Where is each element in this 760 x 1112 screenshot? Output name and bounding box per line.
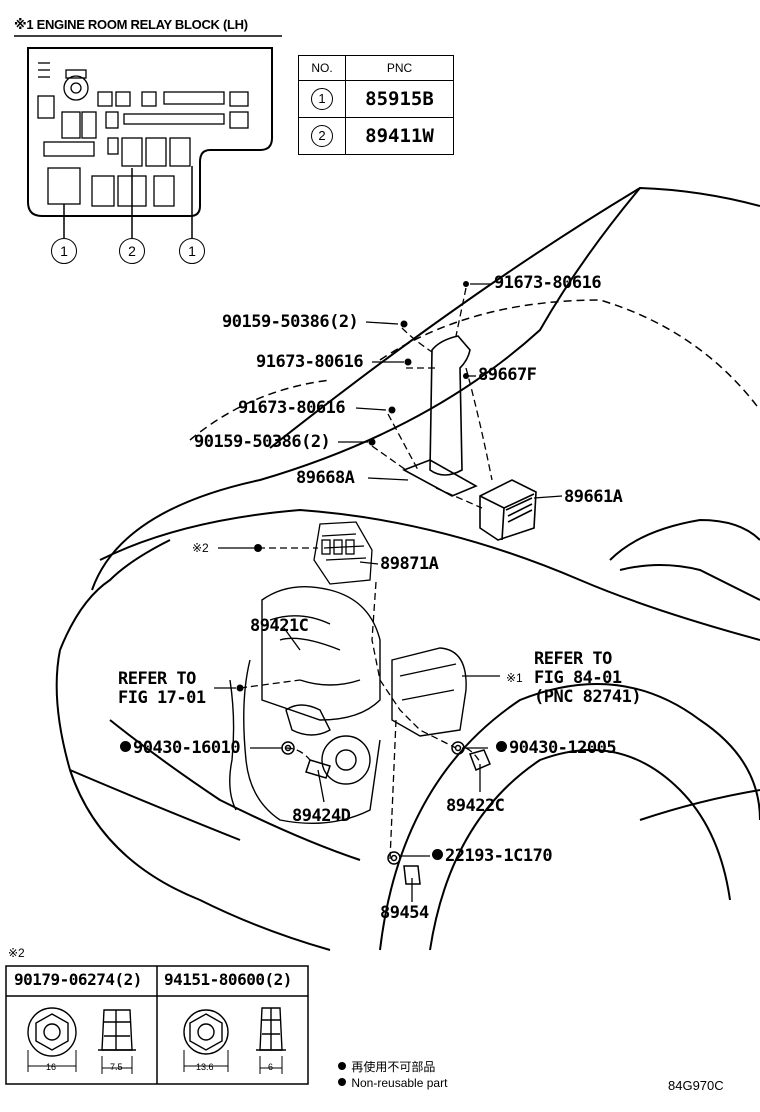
part-89668a[interactable]: 89668A — [296, 468, 355, 488]
dimension-13-6: 13.6 — [196, 1062, 214, 1072]
part-91673-80616-top[interactable]: 91673-80616 — [494, 273, 602, 293]
part-22193-1c170[interactable]: 22193-1C170 — [432, 848, 553, 865]
note-ref-2-mark: ※2 — [192, 541, 209, 555]
part-89454[interactable]: 89454 — [380, 903, 429, 923]
note-2-mark: ※2 — [8, 946, 25, 960]
part-89421c[interactable]: 89421C — [250, 616, 309, 636]
refer-fig-84-01-line2[interactable]: FIG 84-01 — [534, 668, 622, 688]
part-90430-12005[interactable]: 90430-12005 — [496, 740, 617, 757]
note2-part-94151-80600[interactable]: 94151-80600(2) — [164, 970, 292, 989]
note-ref-1-mark: ※1 — [506, 671, 523, 685]
legend-en: Non-reusable part — [338, 1076, 447, 1090]
non-reusable-dot-icon — [120, 741, 131, 752]
pnc-table-header: NO. PNC — [298, 55, 454, 81]
table-row: 1 85915B — [298, 80, 454, 118]
part-89661a[interactable]: 89661A — [564, 487, 623, 507]
non-reusable-dot-icon — [432, 849, 443, 860]
relay-block-title: ※1 ENGINE ROOM RELAY BLOCK (LH) — [14, 17, 248, 32]
part-89871a[interactable]: 89871A — [380, 554, 439, 574]
figure-code: 84G970C — [668, 1078, 724, 1093]
non-reusable-dot-icon — [338, 1078, 346, 1086]
refer-fig-84-01-line1[interactable]: REFER TO — [534, 649, 612, 669]
row-number: 1 — [311, 88, 333, 110]
refer-fig-17-01-line1[interactable]: REFER TO — [118, 669, 196, 689]
part-90159-50386-b[interactable]: 90159-50386(2) — [194, 432, 331, 452]
refer-fig-84-01-line3[interactable]: (PNC 82741) — [534, 687, 642, 707]
pnc-table: NO. PNC 1 85915B 2 89411W — [298, 55, 454, 155]
col-no-header: NO. — [298, 55, 346, 81]
table-row: 2 89411W — [298, 117, 454, 155]
row-number-cell: 1 — [298, 80, 346, 118]
part-89667f[interactable]: 89667F — [478, 365, 537, 385]
relay-callout-1[interactable]: 1 — [51, 238, 77, 264]
part-91673-80616-c[interactable]: 91673-80616 — [238, 398, 346, 418]
note2-part-90179-06274[interactable]: 90179-06274(2) — [14, 970, 142, 989]
part-90430-16010[interactable]: 90430-16010 — [120, 740, 241, 757]
part-89424d[interactable]: 89424D — [292, 806, 351, 826]
non-reusable-dot-icon — [338, 1062, 346, 1070]
relay-callout-3[interactable]: 1 — [179, 238, 205, 264]
row-number-cell: 2 — [298, 117, 346, 155]
part-89422c[interactable]: 89422C — [446, 796, 505, 816]
dimension-6: 6 — [268, 1062, 274, 1072]
row-number: 2 — [311, 125, 333, 147]
pnc-cell[interactable]: 89411W — [345, 117, 454, 155]
non-reusable-dot-icon — [496, 741, 507, 752]
refer-fig-17-01-line2[interactable]: FIG 17-01 — [118, 688, 206, 708]
dimension-7-5: 7.5 — [110, 1062, 123, 1072]
pnc-cell[interactable]: 85915B — [345, 80, 454, 118]
col-pnc-header: PNC — [345, 55, 454, 81]
part-90159-50386-a[interactable]: 90159-50386(2) — [222, 312, 359, 332]
part-91673-80616-b[interactable]: 91673-80616 — [256, 352, 364, 372]
relay-callout-2[interactable]: 2 — [119, 238, 145, 264]
dimension-16: 16 — [46, 1062, 57, 1072]
legend-jp: 再使用不可部品 — [338, 1058, 435, 1075]
